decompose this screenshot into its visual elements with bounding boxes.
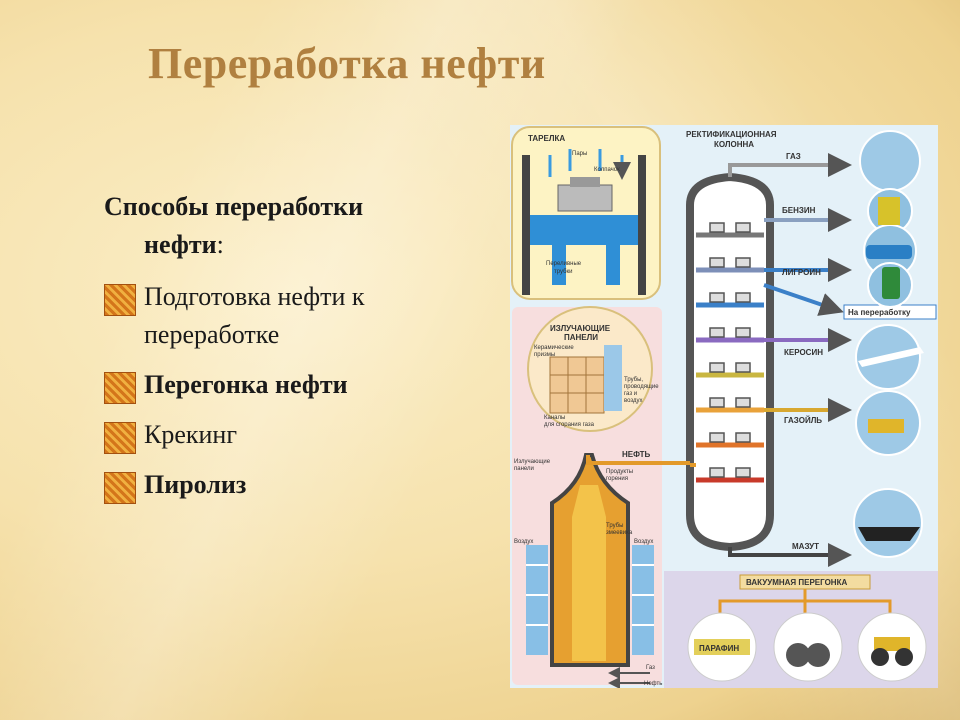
bullet-icon [104, 472, 136, 504]
vacuum-label: ВАКУУМНАЯ ПЕРЕГОНКА [746, 578, 847, 587]
coil-label-2: змеевика [606, 530, 633, 536]
coil-label-1: Трубы [606, 523, 623, 529]
vacuum-section: ВАКУУМНАЯ ПЕРЕГОНКА ПАРАФИН [664, 571, 938, 688]
list-item: Пиролиз [104, 466, 444, 504]
distillation-svg: ТАРЕЛКА Пары Колпачок Переливные трубки … [511, 126, 938, 688]
vapors-label: Пары [572, 151, 587, 157]
ship-icon [853, 488, 923, 558]
gas-label: ГАЗ [786, 152, 801, 161]
heading-line-1: Способы переработки [104, 192, 364, 221]
slide-title: Переработка нефти [148, 39, 546, 88]
rectification-column [686, 172, 774, 552]
distillation-diagram: ТАРЕЛКА Пары Колпачок Переливные трубки … [510, 125, 938, 688]
mazut-label: МАЗУТ [792, 542, 819, 551]
list-item: Перегонка нефти [104, 366, 444, 404]
tray-title: ТАРЕЛКА [528, 134, 565, 143]
paraffin-label: ПАРАФИН [699, 644, 739, 653]
air-left-label: Воздух [514, 539, 533, 545]
list-item-text: Перегонка нефти [144, 370, 348, 399]
column-title-1: РЕКТИФИКАЦИОННАЯ [686, 130, 777, 139]
gasoil-label: ГАЗОЙЛЬ [784, 416, 822, 425]
products-label-1: Продукты [606, 469, 633, 475]
list-item-text: Подготовка нефти к переработке [144, 282, 365, 349]
cap-label: Колпачок [594, 167, 620, 173]
list-item-text: Пиролиз [144, 470, 247, 499]
ligroin-label: ЛИГРОИН [782, 268, 821, 277]
tires-icon [773, 612, 843, 682]
radiating-label-1: Излучающие [514, 459, 551, 465]
list-item: Подготовка нефти к переработке [104, 278, 444, 354]
products-label-2: горения [606, 476, 628, 482]
pipes-label-4: воздух [624, 398, 643, 404]
heading-colon: : [216, 230, 224, 259]
overflow-label-1: Переливные [546, 261, 582, 267]
oil-feed-label: НЕФТЬ [622, 450, 651, 459]
pipes-label-3: газ и [624, 391, 637, 397]
heading-line-2: нефти [144, 230, 217, 259]
methods-heading: Способы переработки нефти: [104, 188, 444, 264]
tray-inset: ТАРЕЛКА Пары Колпачок Переливные трубки [511, 126, 661, 300]
pipes-label-1: Трубы, [624, 377, 643, 383]
bullet-icon [104, 422, 136, 454]
ceramic-label-1: Керамические [534, 345, 574, 351]
to-processing-label: На переработку [848, 308, 911, 317]
bullet-icon [104, 372, 136, 404]
list-item-text: Крекинг [144, 420, 238, 449]
oil-in-label: Нефть [644, 681, 662, 687]
gas-icon [859, 130, 921, 192]
furnace-inset: ИЗЛУЧАЮЩИЕ ПАНЕЛИ Керамические призмы Тр… [512, 306, 690, 688]
channels-label-1: Каналы [544, 415, 565, 421]
bullet-icon [104, 284, 136, 316]
column-title-2: КОЛОННА [714, 140, 754, 149]
overflow-label-2: трубки [554, 269, 573, 275]
list-item: Крекинг [104, 416, 444, 454]
gas-in-label: Газ [646, 665, 655, 671]
kerosene-label: КЕРОСИН [784, 348, 823, 357]
radiating-label-2: панели [514, 466, 534, 472]
panels-title-1: ИЗЛУЧАЮЩИЕ [550, 324, 611, 333]
methods-list: Подготовка нефти к переработке Перегонка… [104, 278, 444, 516]
gasoline-label: БЕНЗИН [782, 206, 816, 215]
channels-label-2: для сгорания газа [544, 422, 595, 428]
ceramic-label-2: призмы [534, 352, 555, 358]
pipes-label-2: проводящие [624, 384, 659, 390]
air-right-label: Воздух [634, 539, 653, 545]
panels-title-2: ПАНЕЛИ [564, 333, 598, 342]
